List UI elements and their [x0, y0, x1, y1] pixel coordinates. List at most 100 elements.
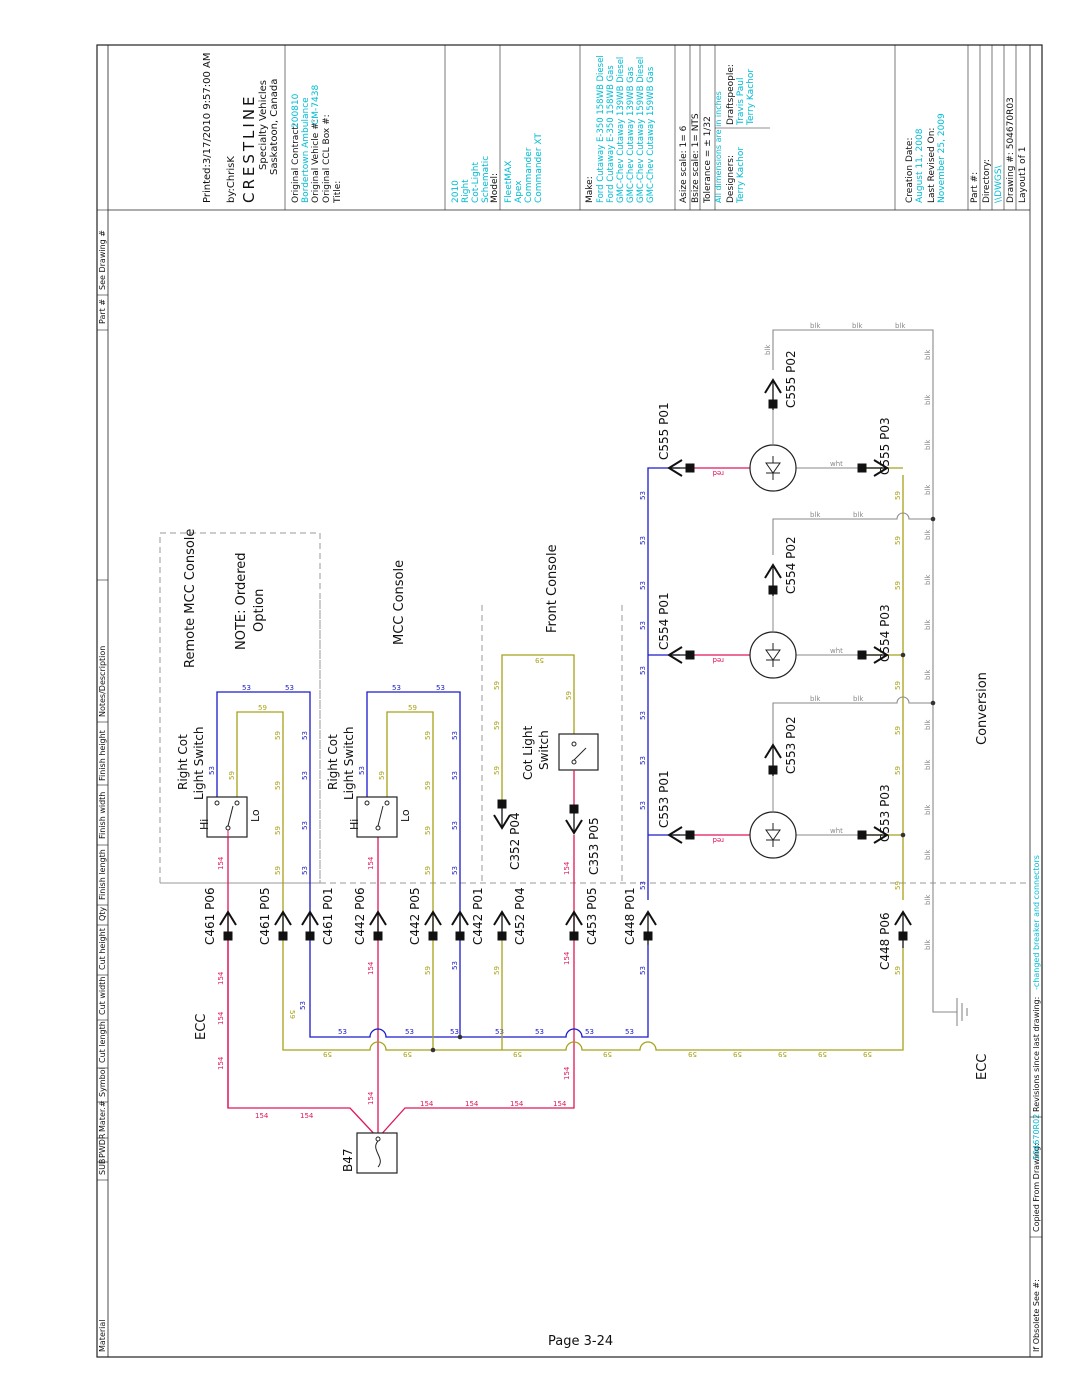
label-c452p04: C452 P04: [513, 887, 527, 945]
label-c461p06: C461 P06: [203, 887, 217, 945]
svg-text:154: 154: [217, 971, 225, 985]
svg-text:59: 59: [894, 966, 902, 975]
page-number: Page 3-24: [548, 1334, 613, 1349]
title-block: Printed:3/17/2010 9:57:00 AM by:ChrisK C…: [108, 45, 1030, 211]
label-c553p02: C553 P02: [784, 716, 798, 774]
label-c554p02: C554 P02: [784, 536, 798, 594]
creation-label: Creation Date:: [905, 138, 915, 203]
label-c453p05: C453 P05: [585, 887, 599, 945]
svg-text:53: 53: [436, 684, 445, 692]
col-symbol: Symbol: [98, 1067, 107, 1097]
svg-text:154: 154: [367, 961, 375, 975]
wire-59-labels: 59 59 59 59 59 59 59 59 59 59 59 59 59 5…: [228, 491, 902, 1058]
svg-text:154: 154: [563, 861, 571, 875]
svg-text:154: 154: [300, 1112, 314, 1120]
svg-text:blk: blk: [852, 322, 863, 330]
title-line-2: Right: [461, 179, 471, 203]
svg-text:53: 53: [639, 621, 647, 630]
wire-154-labels: 154 154 154 154 154 154 154 154 154 154 …: [217, 856, 571, 1120]
make-6: GMC-Chev Cutaway 159WB Gas: [646, 66, 656, 203]
col-finish-width: Finish width: [98, 792, 107, 839]
svg-text:154: 154: [255, 1112, 269, 1120]
part-label: Part #:: [970, 172, 980, 203]
model-3: Commander: [524, 147, 534, 203]
company-line2: Saskatoon, Canada: [269, 79, 280, 175]
svg-text:59: 59: [378, 771, 386, 780]
printed-by: by:ChrisK: [226, 156, 237, 203]
svg-text:59: 59: [535, 656, 544, 664]
tolerance-note: All dimensions are in inches: [714, 91, 723, 203]
connector-c554p03: [857, 646, 889, 664]
draftspeople-label: Draftspeople:: [726, 64, 736, 125]
original-vehicle-label: Original Vehicle #:: [311, 119, 321, 203]
model-label: Model:: [490, 173, 500, 203]
svg-text:53: 53: [208, 766, 216, 775]
connector-c555p01: [667, 459, 695, 477]
revised-value: November 25, 2009: [937, 113, 947, 203]
svg-text:blk: blk: [853, 511, 864, 519]
svg-text:blk: blk: [810, 695, 821, 703]
connector-c442p06: [369, 910, 387, 941]
label-c555p01: C555 P01: [657, 402, 671, 460]
wire-59-network: [236, 475, 904, 1051]
svg-text:blk: blk: [924, 669, 932, 680]
switch1-label-1: Right Cot: [176, 734, 190, 790]
svg-text:154: 154: [217, 1011, 225, 1025]
connector-c448p01: [639, 910, 657, 945]
svg-text:blk: blk: [924, 574, 932, 585]
svg-text:154: 154: [420, 1100, 434, 1108]
connector-c353p05: [565, 804, 583, 835]
svg-text:59: 59: [403, 1050, 412, 1058]
model-2: Apex: [514, 180, 524, 203]
svg-text:154: 154: [367, 856, 375, 870]
label-c553p01: C553 P01: [657, 770, 671, 828]
tolerance: Tolerance = ± 1/32: [703, 116, 713, 204]
right-cot-switch-mcc: [356, 796, 398, 838]
svg-text:59: 59: [894, 681, 902, 690]
svg-text:154: 154: [553, 1100, 567, 1108]
ecc-left-label: ECC: [194, 1014, 209, 1040]
svg-text:59: 59: [258, 704, 267, 712]
lamp-c555: red wht: [690, 410, 903, 492]
connector-c553p03: [857, 826, 889, 844]
svg-text:53: 53: [639, 881, 647, 890]
title-label: Title:: [333, 181, 343, 204]
label-c448p06: C448 P06: [878, 912, 892, 970]
svg-text:154: 154: [465, 1100, 479, 1108]
col-cut-width: Cut width: [98, 977, 107, 1015]
svg-text:59: 59: [424, 966, 432, 975]
conversion-lamps: red wht red wht red wht: [690, 410, 906, 859]
svg-text:53: 53: [639, 711, 647, 720]
svg-text:blk: blk: [924, 484, 932, 495]
label-c461p05: C461 P05: [258, 887, 272, 945]
svg-text:59: 59: [274, 826, 282, 835]
revisions-label: Revisions since last drawing:: [1032, 997, 1041, 1112]
switch2-label-1: Right Cot: [326, 734, 340, 790]
svg-text:53: 53: [639, 966, 647, 975]
svg-text:blk: blk: [924, 349, 932, 360]
svg-text:blk: blk: [924, 529, 932, 540]
svg-text:59: 59: [894, 536, 902, 545]
make-4: GMC-Chev Cutaway 139WB Gas: [626, 66, 636, 203]
svg-text:154: 154: [563, 951, 571, 965]
svg-text:59: 59: [424, 731, 432, 740]
svg-text:blk: blk: [853, 695, 864, 703]
connector-c461p01: [301, 910, 319, 941]
svg-text:154: 154: [510, 1100, 524, 1108]
svg-text:59: 59: [894, 581, 902, 590]
svg-text:59: 59: [778, 1050, 787, 1058]
svg-text:59: 59: [493, 681, 501, 690]
connector-c461p06: [219, 910, 237, 941]
svg-text:red: red: [713, 836, 724, 844]
label-c461p01: C461 P01: [321, 887, 335, 945]
wire-53-network: [216, 467, 680, 1038]
svg-text:blk: blk: [924, 939, 932, 950]
svg-text:53: 53: [405, 1028, 414, 1036]
connector-c442p01: [451, 910, 469, 941]
svg-text:59: 59: [894, 766, 902, 775]
make-3: GMC-Chev Cutaway 139WB Diesel: [616, 57, 626, 203]
draftsperson-1: Travis Paul: [736, 77, 746, 126]
svg-text:59: 59: [863, 1050, 872, 1058]
connectors: [219, 378, 912, 948]
